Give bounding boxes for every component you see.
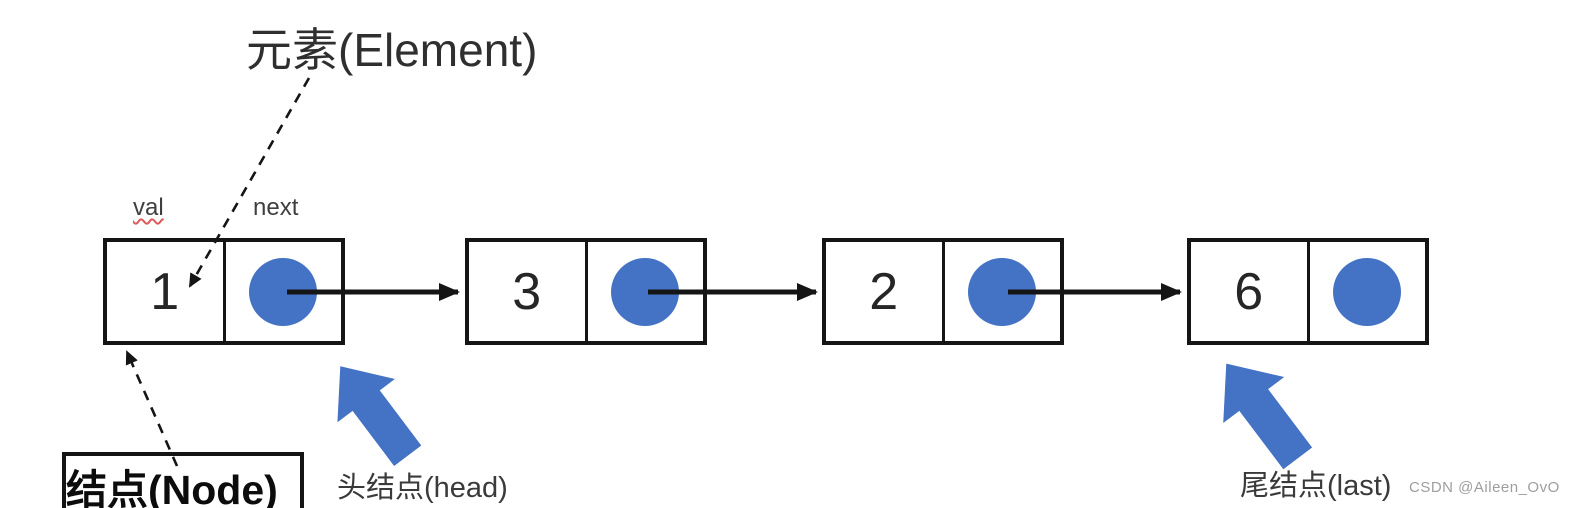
node-value: 6 <box>1234 262 1264 321</box>
head-node-label: 头结点(head) <box>337 472 508 504</box>
node-value: 1 <box>150 262 180 321</box>
node-next-cell <box>588 242 704 341</box>
list-node-4: 6 <box>1187 238 1429 345</box>
node-value-cell: 2 <box>826 242 945 341</box>
watermark: CSDN @Aileen_OvO <box>1409 479 1560 496</box>
element-label: 元素(Element) <box>246 24 538 76</box>
node-value: 2 <box>869 262 899 321</box>
head-block-arrow <box>337 366 422 466</box>
list-node-1: 1 <box>103 238 345 345</box>
node-label: 结点(Node) <box>62 452 304 508</box>
list-node-2: 3 <box>465 238 707 345</box>
node-value: 3 <box>512 262 542 321</box>
node-value-cell: 1 <box>107 242 226 341</box>
next-pointer-dot <box>249 257 318 326</box>
next-pointer-dot <box>968 257 1037 326</box>
node-next-cell <box>226 242 342 341</box>
next-pointer-dot <box>611 257 680 326</box>
node-next-cell <box>945 242 1061 341</box>
node-next-cell <box>1310 242 1426 341</box>
last-node-label: 尾结点(last) <box>1240 470 1392 502</box>
next-pointer-dot <box>1333 257 1402 326</box>
node-value-cell: 3 <box>469 242 588 341</box>
node-value-cell: 6 <box>1191 242 1310 341</box>
list-node-3: 2 <box>822 238 1064 345</box>
last-block-arrow <box>1223 363 1313 470</box>
next-field-label: next <box>253 194 299 221</box>
node-callout-dashed-line <box>125 350 179 467</box>
val-field-label: val <box>133 194 164 221</box>
